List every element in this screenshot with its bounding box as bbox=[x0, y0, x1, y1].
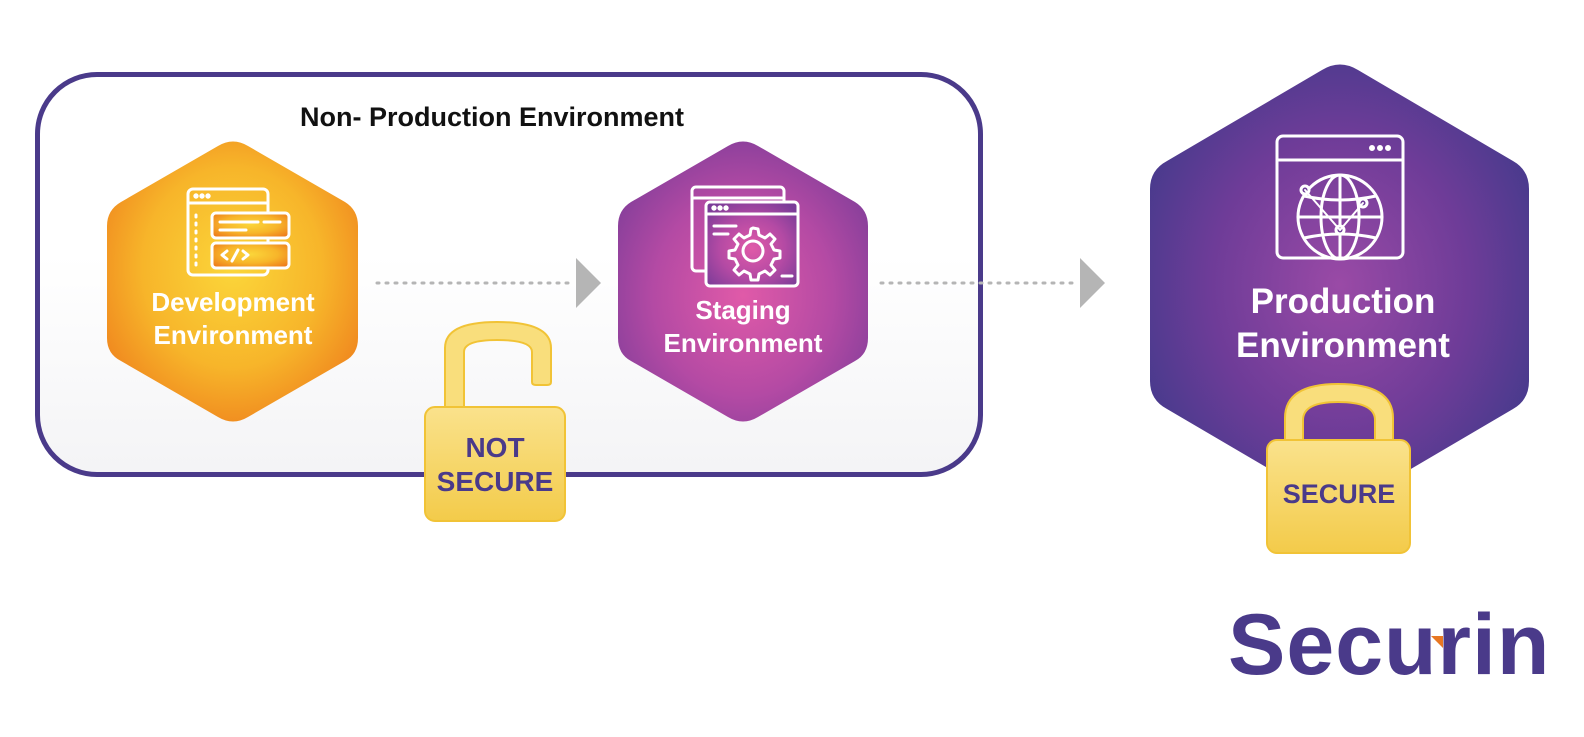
production-environment-label: Production Environment bbox=[1148, 280, 1538, 368]
closed-lock-icon bbox=[1266, 382, 1411, 554]
development-label-line1: Development bbox=[151, 287, 315, 317]
production-label-line2: Environment bbox=[1236, 325, 1450, 365]
staging-label-line1: Staging bbox=[695, 295, 791, 325]
staging-to-production-arrow bbox=[879, 258, 1105, 308]
open-lock-icon bbox=[424, 320, 566, 522]
development-hexagon bbox=[107, 141, 358, 422]
production-hexagon bbox=[1150, 64, 1529, 506]
web-globe-icon bbox=[1275, 134, 1405, 261]
development-environment-label: Development Environment bbox=[108, 286, 358, 352]
not-secure-label: NOT SECURE bbox=[424, 431, 566, 498]
code-layers-icon bbox=[186, 187, 291, 277]
production-label-line1: Production bbox=[1250, 282, 1436, 321]
settings-window-icon bbox=[690, 185, 800, 288]
secure-label: SECURE bbox=[1282, 479, 1396, 509]
not-secure-line2: SECURE bbox=[436, 465, 554, 497]
dev-to-staging-arrow bbox=[375, 258, 601, 308]
development-label-line2: Environment bbox=[153, 320, 313, 351]
logo-accent-mark bbox=[1431, 636, 1443, 648]
not-secure-line1: NOT bbox=[465, 432, 525, 463]
staging-label-line2: Environment bbox=[663, 328, 823, 359]
non-production-title: Non- Production Environment bbox=[300, 102, 684, 132]
securin-logo: Securin bbox=[1228, 597, 1551, 693]
staging-environment-label: Staging Environment bbox=[618, 294, 868, 360]
